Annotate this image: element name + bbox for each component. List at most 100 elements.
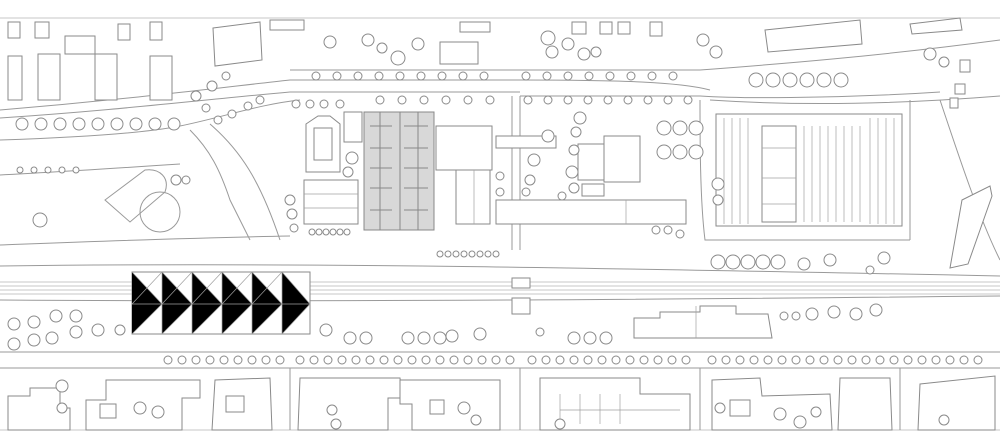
tree [53,117,67,131]
tree [959,355,969,365]
tree [861,355,871,365]
tree [917,355,927,365]
tree [436,250,444,258]
tree [337,355,347,365]
tree [460,250,468,258]
tree [865,265,875,275]
tree [329,228,337,236]
tree [305,99,315,109]
tree [476,250,484,258]
tree [938,414,950,426]
tree [710,254,726,270]
tree [565,165,579,179]
tree [393,355,403,365]
tree [833,72,849,88]
tree [521,187,531,197]
tree [286,208,298,220]
tree [799,72,815,88]
tree [625,355,635,365]
tree [330,418,342,430]
station-platform [131,271,773,339]
tree [255,95,265,105]
tree [15,117,29,131]
tree [433,331,447,345]
tree [16,166,24,174]
tree [342,166,354,178]
tree [877,251,891,265]
tree [810,406,822,418]
tree [797,257,811,271]
tree [711,177,725,191]
tree [484,250,492,258]
tree [289,223,299,233]
tree [583,95,593,105]
tree [755,254,771,270]
tree [191,355,201,365]
tree [34,117,48,131]
tree [308,228,316,236]
tree [688,144,704,160]
tree [91,117,105,131]
tree [599,331,613,345]
tree [69,309,83,323]
tree [663,225,673,235]
tree [663,95,673,105]
tree [361,33,375,47]
tree [626,71,636,81]
tree [213,115,223,125]
tree [148,117,162,131]
tree [535,327,545,337]
tree [709,45,723,59]
tree [495,171,505,181]
tree [541,355,551,365]
tree [554,418,566,430]
tree [335,99,345,109]
tree [938,56,950,68]
tree [56,402,68,414]
tree [623,95,633,105]
tree [32,212,48,228]
tree [374,71,384,81]
tree [740,254,756,270]
tree [583,355,593,365]
tree [805,307,819,321]
tree [611,355,621,365]
tree [569,355,579,365]
tree [763,355,773,365]
tree [311,71,321,81]
tree [163,355,173,365]
tree [735,355,745,365]
tree [568,182,580,194]
tree [527,153,541,167]
tree [353,71,363,81]
tree [395,71,405,81]
tree [319,99,329,109]
tree [359,331,373,345]
tree [545,45,559,59]
tree [332,71,342,81]
tree [656,120,672,136]
tree [889,355,899,365]
tree [343,228,351,236]
tree [445,329,459,343]
tree [931,355,941,365]
tree [570,126,582,138]
tree [323,35,337,49]
tree [227,109,237,119]
tree [201,103,211,113]
tree [819,355,829,365]
tree [206,80,218,92]
tree [557,191,567,201]
tree [323,355,333,365]
tree [583,331,597,345]
tree [295,355,305,365]
tree [151,405,165,419]
tree [435,355,445,365]
tree [584,71,594,81]
tree [561,37,575,51]
tree [688,120,704,136]
tree [457,401,471,415]
tree [170,174,182,186]
tree [343,331,357,345]
